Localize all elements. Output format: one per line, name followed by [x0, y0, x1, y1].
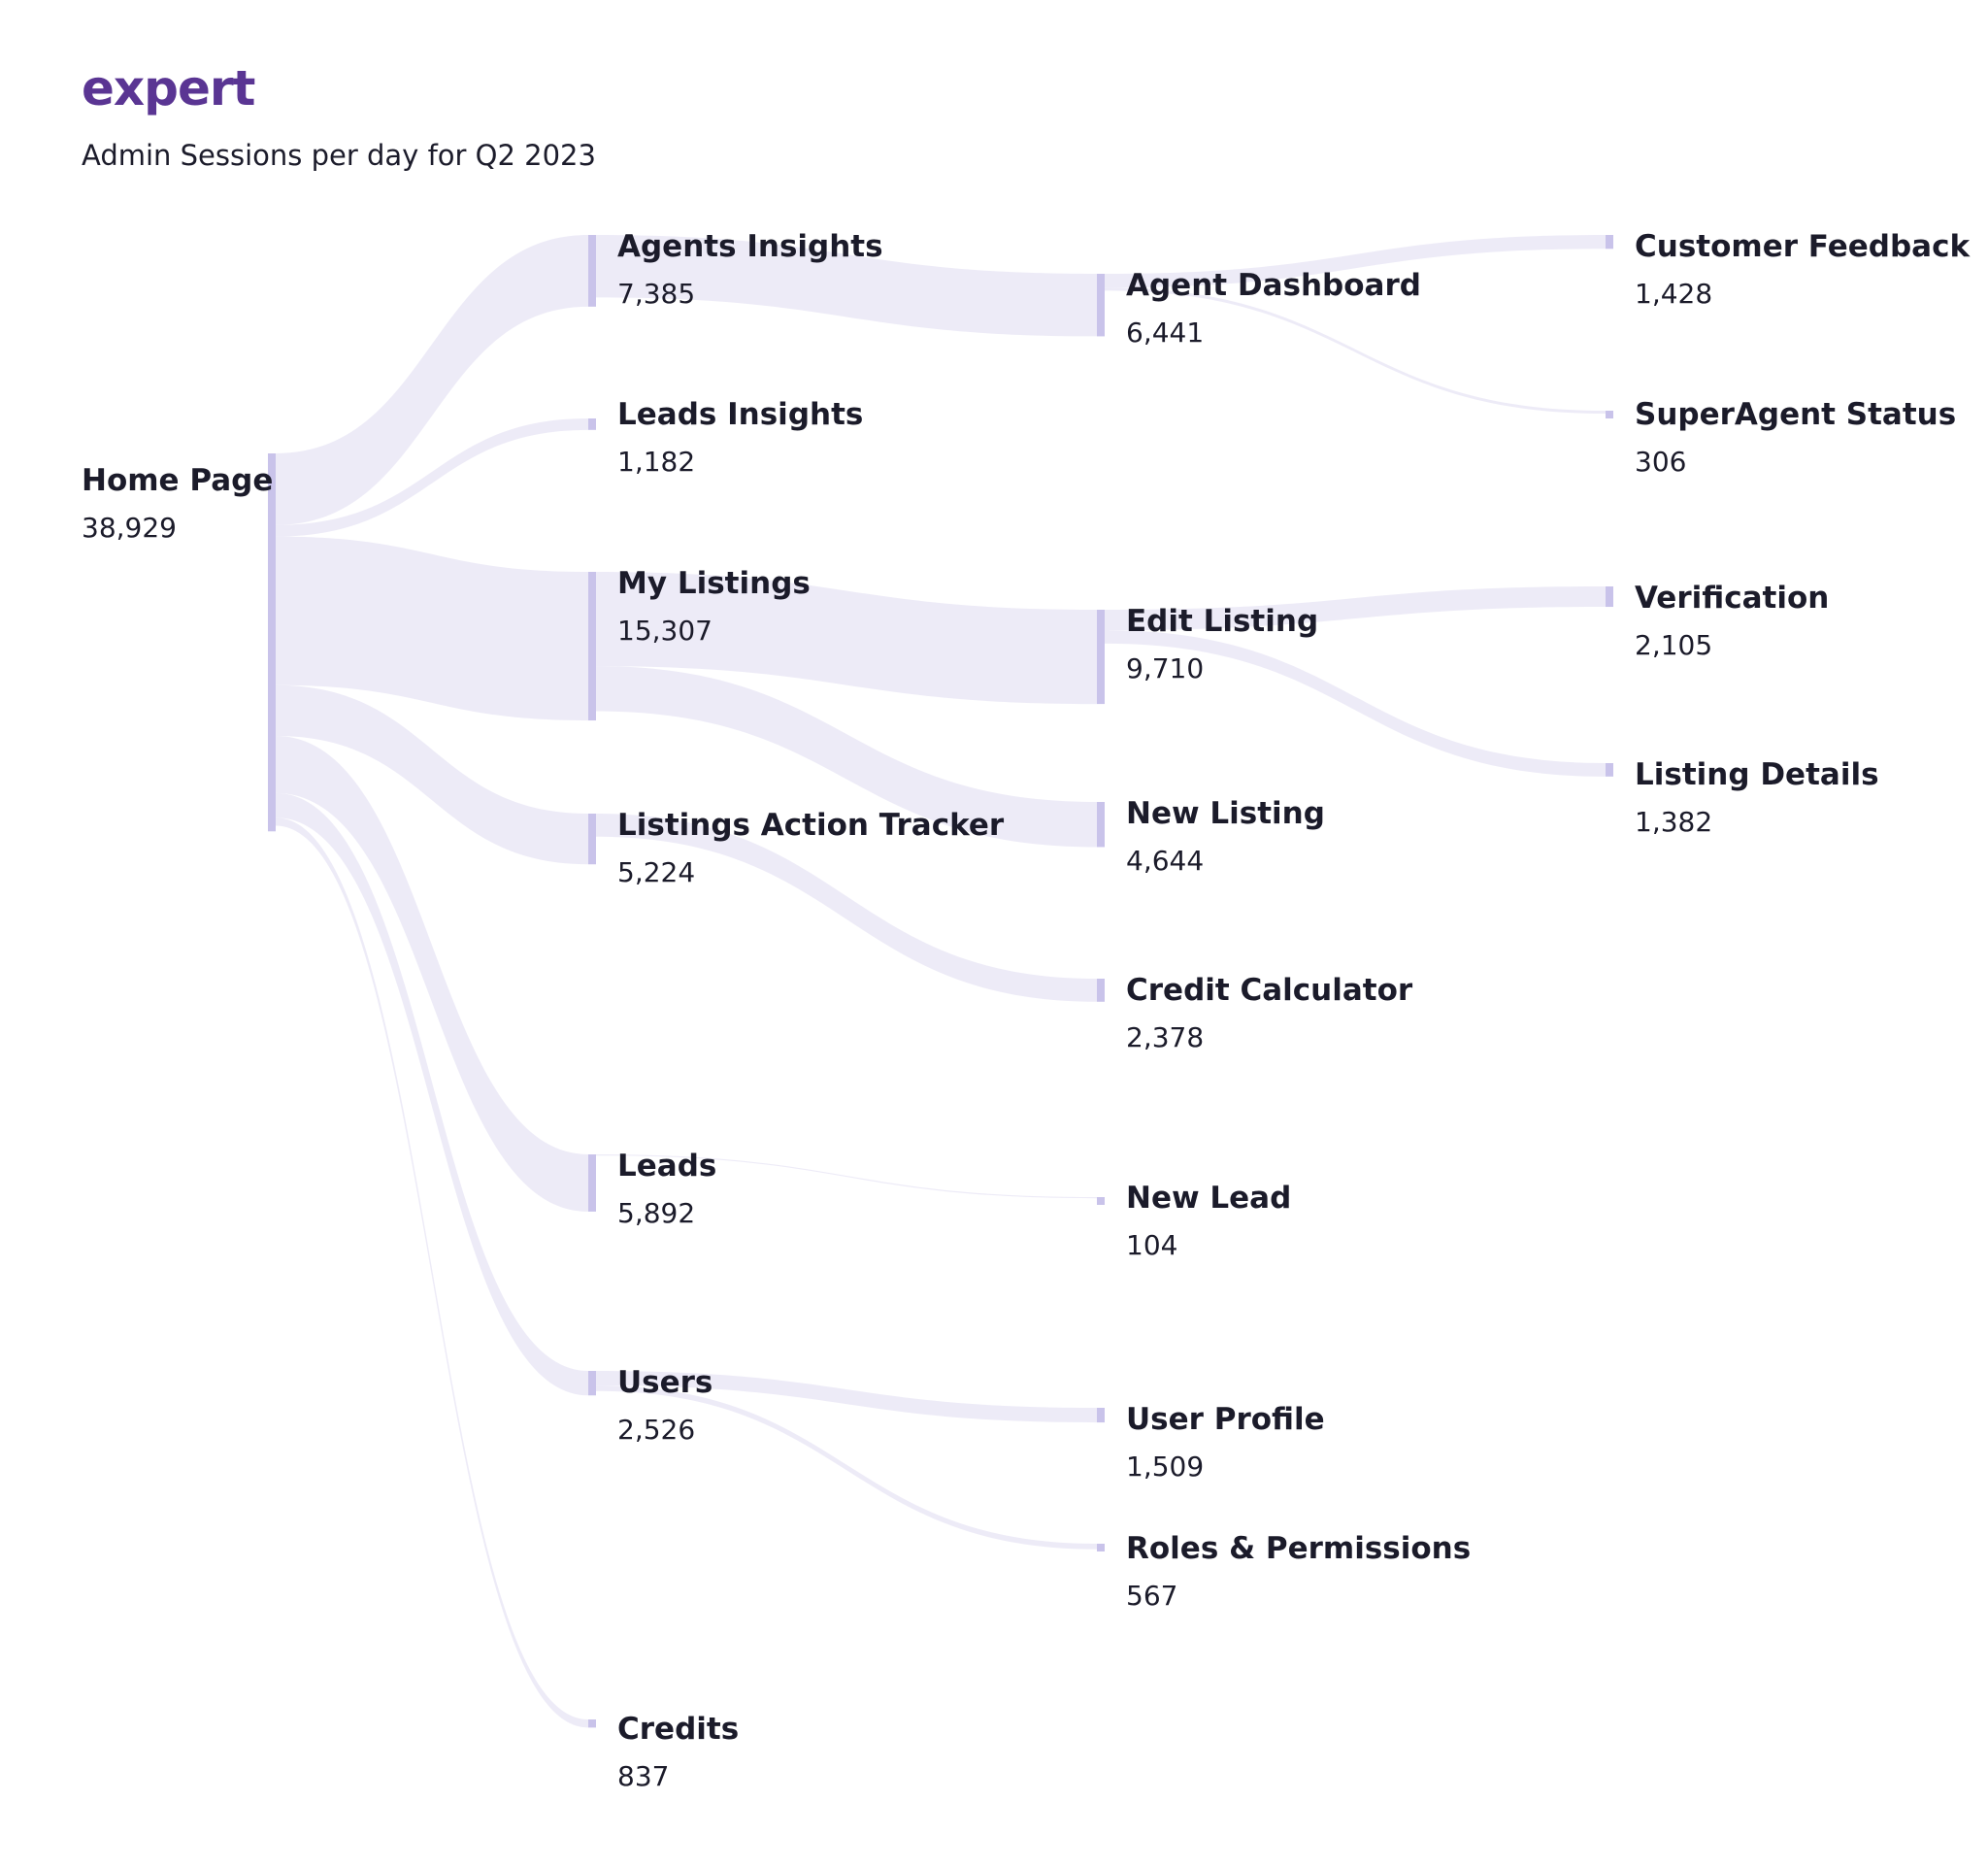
node-label: Credit Calculator [1126, 973, 1413, 1008]
node-bar [1097, 1197, 1105, 1205]
flow-nodes: Home Page 38,929 Agents Insights 7,385Leads… [82, 229, 1971, 1792]
node-credits: Credits 837 [588, 1712, 739, 1792]
node-value: 2,105 [1635, 629, 1712, 661]
node-label: Agent Dashboard [1126, 268, 1421, 303]
node-value: 9,710 [1126, 652, 1204, 684]
node-bar [1606, 235, 1613, 250]
node-value: 1,509 [1126, 1451, 1204, 1483]
node-value: 4,644 [1126, 845, 1204, 877]
flow-edit_listing-to-verification [1105, 586, 1606, 631]
node-value: 837 [617, 1760, 669, 1792]
node-credit-calculator: Credit Calculator 2,378 [1097, 973, 1413, 1053]
node-label: Home Page [82, 463, 273, 498]
node-customer-feedback: Customer Feedback 1,428 [1606, 229, 1971, 310]
flow-my_listings-to-new_listing [596, 666, 1097, 848]
node-my-listings: My Listings 15,307 [588, 566, 811, 721]
node-bar [268, 453, 276, 832]
node-agents-insights: Agents Insights 7,385 [588, 229, 883, 310]
node-bar [1097, 610, 1105, 705]
flow-home-to-credits [276, 817, 588, 1728]
node-bar [588, 572, 596, 721]
node-value: 5,224 [617, 856, 695, 888]
flow-home-to-leads [276, 735, 588, 1212]
flow-users-to-roles_permissions [596, 1385, 1097, 1550]
node-bar [1097, 1408, 1105, 1423]
node-bar [588, 1154, 596, 1212]
flow-leads-to-new_lead [596, 1154, 1097, 1199]
node-value: 15,307 [617, 615, 712, 647]
node-label: Edit Listing [1126, 604, 1318, 639]
node-bar [588, 1371, 596, 1396]
flow-home-to-agents_insights [276, 235, 588, 525]
node-value: 2,526 [617, 1414, 695, 1446]
flow-home-to-listings_action_tracker [276, 684, 588, 865]
flow-my_listings-to-edit_listing [596, 572, 1097, 705]
node-bar [588, 235, 596, 307]
node-bar [588, 418, 596, 430]
flow-links [276, 235, 1606, 1728]
node-label: Roles & Permissions [1126, 1531, 1471, 1566]
flow-agents_insights-to-agent_dashboard [596, 235, 1097, 337]
node-value: 1,428 [1635, 278, 1712, 310]
node-value: 1,382 [1635, 806, 1712, 838]
flow-agent_dashboard-to-customer_feedback [1105, 235, 1606, 288]
node-bar [1097, 274, 1105, 337]
node-label: Leads [617, 1149, 716, 1184]
node-users: Users 2,526 [588, 1365, 712, 1446]
node-bar [1097, 1544, 1105, 1551]
node-value: 6,441 [1126, 317, 1204, 349]
node-label: Verification [1635, 581, 1829, 616]
node-label: Listings Action Tracker [617, 808, 1005, 843]
node-label: New Listing [1126, 796, 1325, 831]
node-superagent-status: SuperAgent Status 306 [1606, 397, 1956, 478]
node-bar [588, 814, 596, 865]
node-value: 38,929 [82, 512, 177, 544]
node-new-listing: New Listing 4,644 [1097, 796, 1325, 877]
node-label: My Listings [617, 566, 811, 601]
node-value: 1,182 [617, 446, 695, 478]
node-value: 5,892 [617, 1197, 695, 1229]
node-agent-dashboard: Agent Dashboard 6,441 [1097, 268, 1421, 349]
node-label: User Profile [1126, 1402, 1325, 1437]
flow-home-to-my_listings [276, 536, 588, 721]
flow-home-to-users [276, 792, 588, 1396]
flow-users-to-user_profile [596, 1371, 1097, 1423]
chart-subtitle: Admin Sessions per day for Q2 2023 [82, 139, 596, 172]
node-bar [1097, 802, 1105, 848]
node-user-profile: User Profile 1,509 [1097, 1402, 1325, 1483]
node-value: 104 [1126, 1229, 1177, 1261]
node-edit-listing: Edit Listing 9,710 [1097, 604, 1318, 705]
flow-listings_action_tracker-to-credit_calculator [596, 814, 1097, 1002]
node-roles-permissions: Roles & Permissions 567 [1097, 1531, 1471, 1612]
node-bar [588, 1719, 596, 1728]
node-listings-action-tracker: Listings Action Tracker 5,224 [588, 808, 1005, 888]
flow-home-to-leads_insights [276, 418, 588, 537]
node-new-lead: New Lead 104 [1097, 1181, 1291, 1261]
node-label: New Lead [1126, 1181, 1291, 1216]
node-bar [1606, 586, 1613, 608]
node-verification: Verification 2,105 [1606, 581, 1829, 661]
node-value: 306 [1635, 446, 1686, 478]
node-leads-insights: Leads Insights 1,182 [588, 397, 863, 478]
node-home: Home Page 38,929 [82, 453, 276, 832]
node-value: 7,385 [617, 278, 695, 310]
node-value: 2,378 [1126, 1021, 1204, 1053]
node-label: SuperAgent Status [1635, 397, 1956, 432]
flow-edit_listing-to-listing_details [1105, 630, 1606, 777]
node-label: Agents Insights [617, 229, 883, 264]
node-listing-details: Listing Details 1,382 [1606, 757, 1879, 838]
flow-agent_dashboard-to-superagent_status [1105, 287, 1606, 415]
expert-logo: expert [82, 60, 255, 117]
node-bar [1606, 411, 1613, 418]
node-bar [1097, 979, 1105, 1002]
node-label: Listing Details [1635, 757, 1879, 792]
node-value: 567 [1126, 1580, 1177, 1612]
node-label: Users [617, 1365, 712, 1400]
node-label: Customer Feedback [1635, 229, 1971, 264]
node-label: Leads Insights [617, 397, 863, 432]
node-leads: Leads 5,892 [588, 1149, 716, 1229]
node-bar [1606, 763, 1613, 777]
node-label: Credits [617, 1712, 739, 1747]
